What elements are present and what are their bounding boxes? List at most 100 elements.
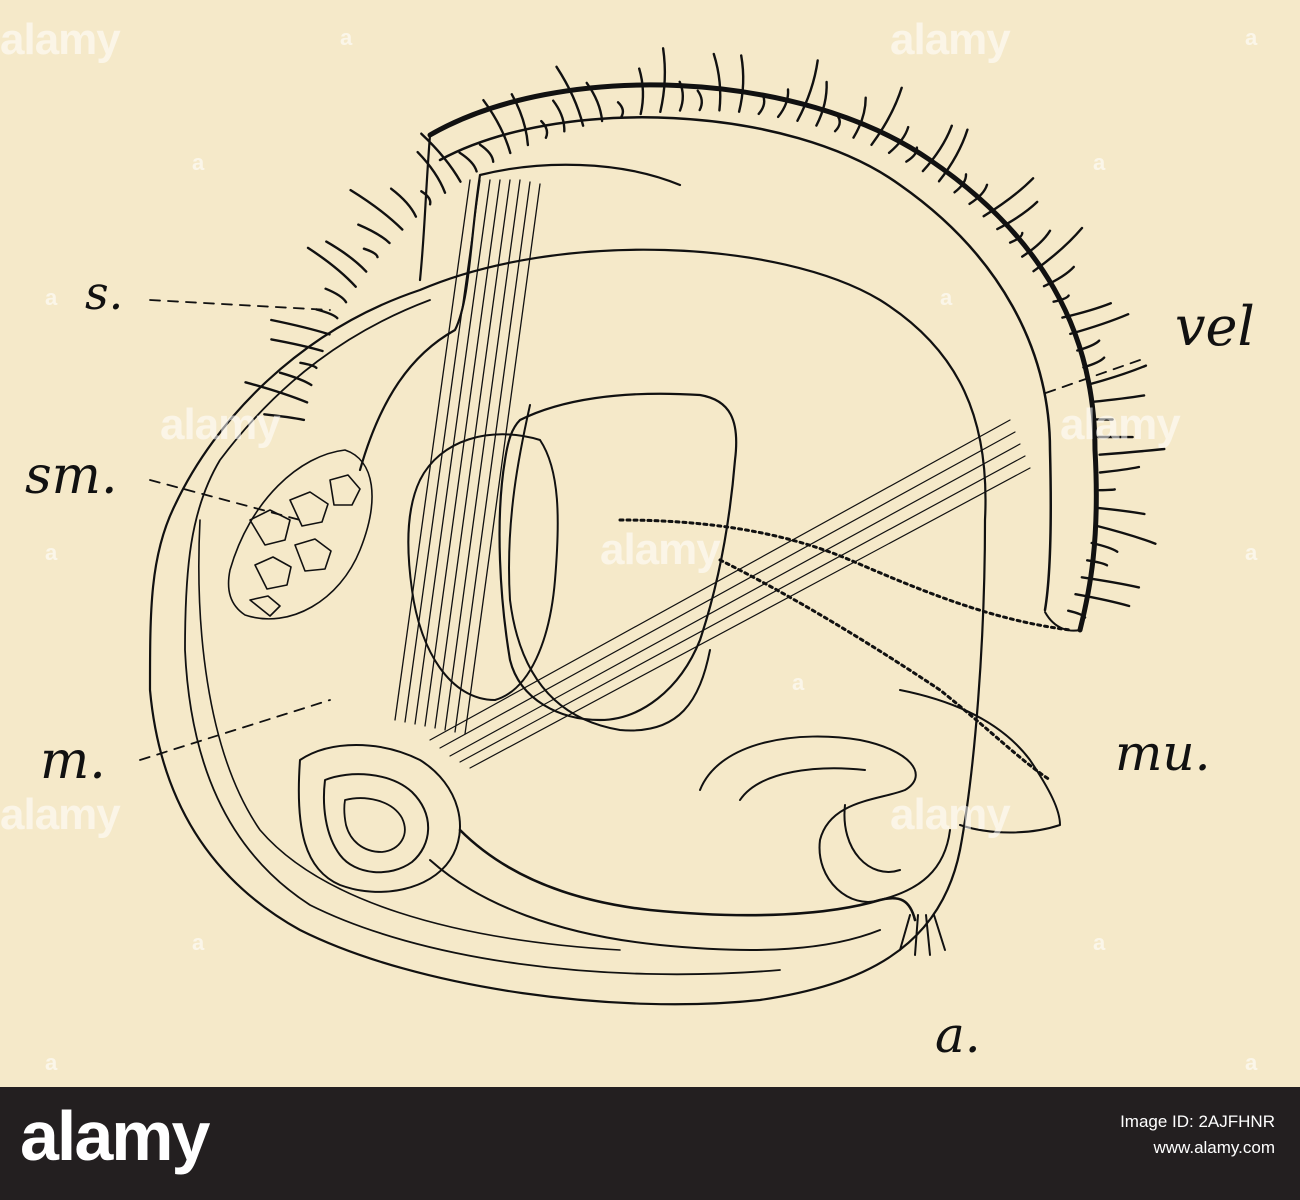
image-meta: Image ID: 2AJFHNR www.alamy.com	[1120, 1109, 1275, 1161]
watermark-mark: a	[45, 1050, 58, 1075]
watermark: alamy	[890, 790, 1011, 839]
velum-outer-edge	[427, 82, 1099, 633]
velum-arm	[899, 689, 1061, 834]
velar-muscle	[429, 419, 1031, 769]
cilium	[937, 128, 969, 183]
nerve-cord	[618, 518, 1072, 632]
watermark: alamy	[0, 790, 121, 839]
shell-inner-line	[184, 299, 781, 976]
image-id: Image ID: 2AJFHNR	[1120, 1112, 1275, 1131]
watermark: alamy	[890, 15, 1011, 64]
watermark-mark: a	[192, 930, 205, 955]
cilium	[324, 287, 348, 304]
cilium	[796, 59, 819, 122]
cilium	[833, 115, 841, 133]
cilium	[1069, 313, 1130, 336]
cilium	[1080, 576, 1141, 589]
mantle-line	[458, 828, 917, 922]
cilium	[349, 188, 404, 231]
cilium	[737, 54, 745, 113]
cilium	[540, 119, 549, 139]
cilium	[1086, 559, 1109, 567]
watermark-mark: a	[792, 670, 805, 695]
cilium	[1087, 364, 1148, 386]
label-a: a.	[935, 1006, 981, 1064]
cilium	[982, 177, 1035, 218]
watermark-mark: a	[1245, 540, 1258, 565]
veliger-larva-drawing	[139, 47, 1166, 1006]
cilium	[1094, 524, 1157, 545]
cilium	[1098, 488, 1116, 492]
cilium	[244, 381, 309, 404]
cilium	[1052, 294, 1070, 303]
cilium	[968, 183, 989, 206]
cilium	[659, 47, 667, 113]
cilium	[270, 338, 324, 353]
watermark-mark: a	[192, 150, 205, 175]
cilium	[852, 96, 867, 139]
watermark-mark: a	[45, 285, 58, 310]
cilium	[555, 65, 585, 127]
cilium	[510, 93, 530, 147]
velum-inner-edge	[438, 116, 1053, 612]
cilium	[1042, 265, 1075, 288]
cilium	[278, 371, 313, 387]
shell-outline	[148, 248, 987, 1006]
watermark: alamy	[160, 400, 281, 449]
cilium	[482, 99, 512, 155]
velum-cilia	[244, 47, 1166, 619]
cilium	[996, 200, 1039, 231]
cilium	[696, 89, 703, 112]
cilium	[420, 190, 432, 206]
illustration-plate: s. vel sm. m. mu. a. alamy alamy alamy a…	[0, 0, 1300, 1087]
cilium	[1098, 465, 1141, 474]
cilium	[306, 246, 357, 288]
cilium	[638, 67, 645, 116]
label-sm: sm.	[25, 446, 118, 506]
alamy-logo: alamy	[20, 1097, 210, 1175]
shell-muscle	[227, 449, 373, 620]
site-url: www.alamy.com	[1153, 1138, 1275, 1157]
cilium	[616, 101, 625, 119]
cilium	[458, 151, 478, 173]
watermark-mark: a	[1245, 25, 1258, 50]
cilium	[1074, 593, 1131, 608]
watermark-mark: a	[1245, 1050, 1258, 1075]
watermark-mark: a	[45, 540, 58, 565]
cilium	[389, 187, 418, 218]
label-mu: mu.	[1115, 724, 1211, 782]
cilium	[416, 150, 447, 194]
watermark: alamy	[0, 15, 121, 64]
cilium	[270, 318, 331, 336]
label-vel: vel	[1175, 295, 1255, 358]
stock-footer-bar: alamy Image ID: 2AJFHNR www.alamy.com	[0, 1087, 1300, 1200]
watermark-mark: a	[940, 285, 953, 310]
cilium	[362, 247, 379, 259]
watermark-mark: a	[1093, 930, 1106, 955]
cilium	[315, 308, 339, 320]
watermark-mark: a	[1093, 150, 1106, 175]
cilium	[263, 413, 306, 422]
label-leaders	[139, 299, 1141, 761]
stomach	[498, 392, 738, 722]
cilium	[478, 143, 495, 163]
watermark: alamy	[1060, 400, 1181, 449]
label-s: s.	[85, 266, 124, 320]
cilium	[776, 88, 790, 119]
cilium	[870, 86, 903, 146]
retractor-muscle	[394, 179, 541, 735]
cilium	[1021, 229, 1052, 258]
watermark-mark: a	[340, 25, 353, 50]
watermark: alamy	[600, 525, 721, 574]
digestive-gland	[407, 433, 559, 701]
cilium	[357, 223, 391, 245]
cilium	[921, 124, 953, 173]
cilium	[1096, 506, 1146, 516]
foot	[297, 744, 461, 893]
anal-tuft	[899, 914, 946, 956]
cilium	[325, 240, 368, 273]
cilium	[712, 52, 722, 112]
cilium	[757, 94, 766, 116]
cilium	[552, 99, 566, 133]
cilium	[1091, 394, 1146, 403]
